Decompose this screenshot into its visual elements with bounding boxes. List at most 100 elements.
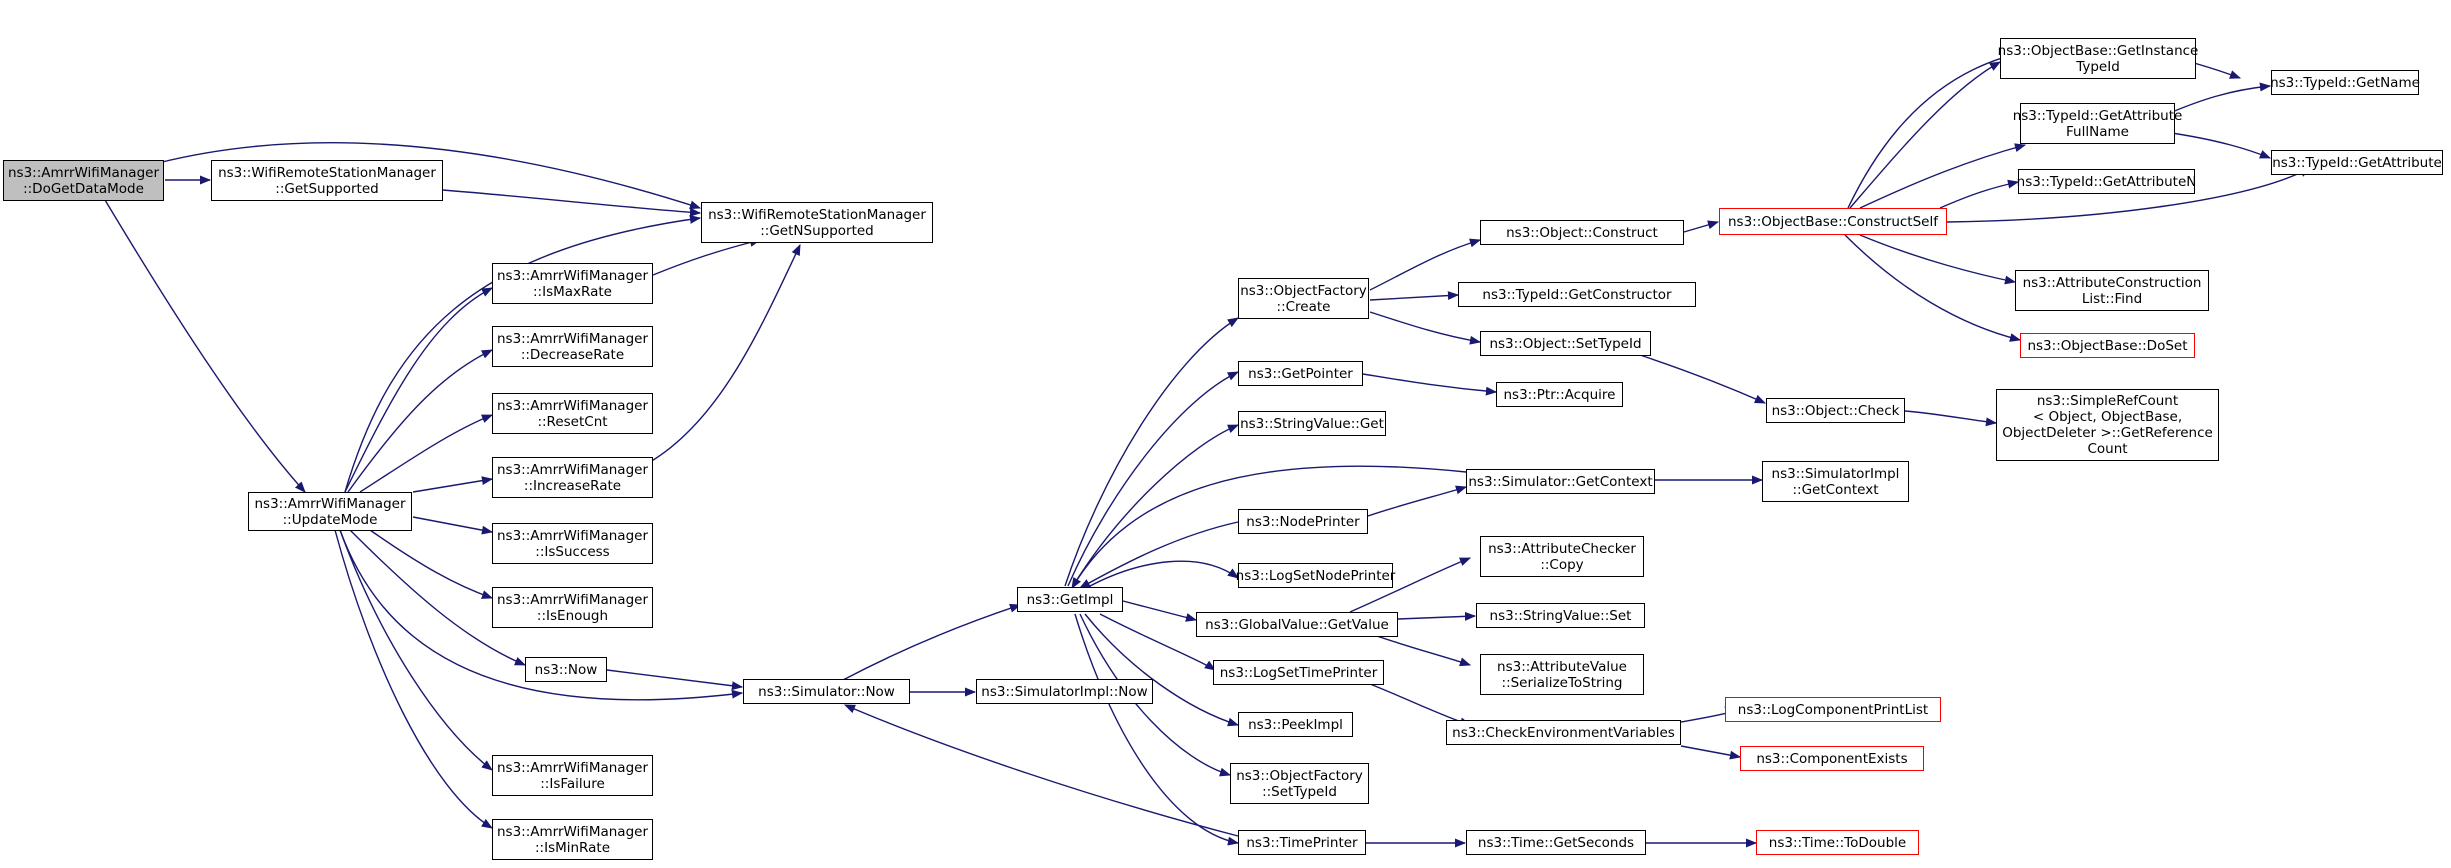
node-amrr-dogetdatamode: ns3::AmrrWifiManager::DoGetDataMode <box>3 160 164 201</box>
node-label-line: ns3::AmrrWifiManager <box>496 461 648 478</box>
edge-updatemode-resetcnt <box>359 414 494 493</box>
node-stringvalue-set[interactable]: ns3::StringValue::Set <box>1476 603 1645 628</box>
node-label-line: ns3::Now <box>534 661 598 678</box>
node-stringvalue-get[interactable]: ns3::StringValue::Get <box>1238 411 1386 436</box>
node-peekimpl[interactable]: ns3::PeekImpl <box>1238 712 1353 737</box>
node-amrr-resetcnt[interactable]: ns3::AmrrWifiManager::ResetCnt <box>492 393 653 434</box>
edge-getimpl-peekimpl <box>1084 613 1240 727</box>
node-label-line: ::IsFailure <box>540 775 605 792</box>
edge-ismaxrate-getnsupported <box>652 238 762 276</box>
node-label-line: ::GetSupported <box>275 180 379 197</box>
edge-globalvalue-stringvalueset <box>1397 611 1477 621</box>
node-label-line: ns3::Simulator::Now <box>758 683 895 700</box>
node-label-line: ns3::TypeId::GetAttribute <box>2272 154 2442 171</box>
node-label-line: ns3::LogSetTimePrinter <box>1219 664 1378 681</box>
node-label-line: List::Find <box>2081 290 2143 307</box>
node-label-line: ns3::AttributeValue <box>1497 658 1627 675</box>
node-wifiremotestationmanager-getnsupported[interactable]: ns3::WifiRemoteStationManager::GetNSuppo… <box>701 202 933 243</box>
node-label-line: ns3::Time::GetSeconds <box>1477 834 1635 851</box>
edge-simulatornow-getimpl <box>842 603 1022 681</box>
node-nodeprinter[interactable]: ns3::NodePrinter <box>1238 509 1368 534</box>
edge-constructself-objectbasedoset <box>1844 234 2022 342</box>
node-simulatorimpl-now[interactable]: ns3::SimulatorImpl::Now <box>976 679 1153 704</box>
node-amrr-updatemode[interactable]: ns3::AmrrWifiManager::UpdateMode <box>248 492 412 531</box>
edge-constructself-getinstancetypeid <box>1849 61 2001 209</box>
node-logcomponentprintlist[interactable]: ns3::LogComponentPrintList <box>1725 697 1941 722</box>
node-logsettimeprinter[interactable]: ns3::LogSetTimePrinter <box>1213 660 1384 685</box>
node-objectbase-constructself[interactable]: ns3::ObjectBase::ConstructSelf <box>1719 208 1947 235</box>
node-time-todouble[interactable]: ns3::Time::ToDouble <box>1756 830 1919 855</box>
edge-objectcheck-simplerefcount <box>1904 410 1998 427</box>
node-object-construct[interactable]: ns3::Object::Construct <box>1480 220 1684 245</box>
node-typeid-getconstructor[interactable]: ns3::TypeId::GetConstructor <box>1458 282 1696 307</box>
node-label-line: ns3::TypeId::GetName <box>2270 74 2420 91</box>
node-label-line: ns3::GlobalValue::GetValue <box>1205 616 1389 633</box>
node-label-line: ns3::LogComponentPrintList <box>1737 701 1929 718</box>
edge-updatemode-getnsupported <box>344 214 702 493</box>
node-label-line: ::DoGetDataMode <box>23 180 144 197</box>
node-amrr-isminrate[interactable]: ns3::AmrrWifiManager::IsMinRate <box>492 819 653 860</box>
edge-getsupported-getnsupported <box>442 189 702 217</box>
node-amrr-increaserate[interactable]: ns3::AmrrWifiManager::IncreaseRate <box>492 457 653 498</box>
node-typeid-getattribute[interactable]: ns3::TypeId::GetAttribute <box>2271 150 2443 175</box>
edge-getimpl-objectfactorysettypeid <box>1079 613 1232 777</box>
edge-getimpl-timeprinter <box>1074 613 1240 846</box>
node-label-line: ns3::AmrrWifiManager <box>496 527 648 544</box>
edge-constructself-getattributefullname <box>1859 143 2027 209</box>
node-time-getseconds[interactable]: ns3::Time::GetSeconds <box>1466 830 1646 855</box>
node-logsetnodeprinter[interactable]: ns3::LogSetNodePrinter <box>1235 563 1396 588</box>
node-objectfactory-create[interactable]: ns3::ObjectFactory::Create <box>1238 278 1369 319</box>
node-label-line: ns3::ObjectFactory <box>1236 767 1363 784</box>
node-globalvalue-getvalue[interactable]: ns3::GlobalValue::GetValue <box>1196 612 1398 637</box>
edge-updatemode-now <box>349 529 527 666</box>
node-amrr-isenough[interactable]: ns3::AmrrWifiManager::IsEnough <box>492 587 653 628</box>
node-getpointer[interactable]: ns3::GetPointer <box>1238 361 1363 386</box>
node-wifiremotestationmanager-getsupported[interactable]: ns3::WifiRemoteStationManager::GetSuppor… <box>211 160 443 201</box>
node-simulatorimpl-getcontext[interactable]: ns3::SimulatorImpl::GetContext <box>1762 461 1909 502</box>
node-label-line: ::Create <box>1276 298 1331 315</box>
node-objectbase-doset[interactable]: ns3::ObjectBase::DoSet <box>2020 333 2195 358</box>
node-label-line: ns3::LogSetNodePrinter <box>1235 567 1396 584</box>
node-amrr-decreaserate[interactable]: ns3::AmrrWifiManager::DecreaseRate <box>492 326 653 367</box>
node-label-line: ns3::AttributeConstruction <box>2022 274 2202 291</box>
node-label-line: ns3::AttributeChecker <box>1488 540 1636 557</box>
node-amrr-issuccess[interactable]: ns3::AmrrWifiManager::IsSuccess <box>492 523 653 564</box>
edge-create-objectsettypeid <box>1369 311 1482 345</box>
node-amrr-isfailure[interactable]: ns3::AmrrWifiManager::IsFailure <box>492 755 653 796</box>
edge-dogetdatamode-updatemode <box>104 199 306 493</box>
node-amrr-ismaxrate[interactable]: ns3::AmrrWifiManager::IsMaxRate <box>492 263 653 304</box>
node-getimpl[interactable]: ns3::GetImpl <box>1017 587 1123 612</box>
node-label-line: ::UpdateMode <box>282 511 378 528</box>
node-typeid-getname[interactable]: ns3::TypeId::GetName <box>2270 70 2420 95</box>
edge-create-objectconstruct <box>1369 238 1482 291</box>
node-timeprinter[interactable]: ns3::TimePrinter <box>1238 830 1366 855</box>
node-componentexists[interactable]: ns3::ComponentExists <box>1740 746 1924 771</box>
node-typeid-getattributen[interactable]: ns3::TypeId::GetAttributeN <box>2017 169 2196 194</box>
node-object-check[interactable]: ns3::Object::Check <box>1766 398 1905 423</box>
node-simplerefcount-getreferencecount[interactable]: ns3::SimpleRefCount< Object, ObjectBase,… <box>1996 389 2219 461</box>
node-label-line: ns3::CheckEnvironmentVariables <box>1452 724 1675 741</box>
node-label-line: ::IsMinRate <box>534 839 611 856</box>
edge-getimpl-stringvalueget <box>1072 424 1240 587</box>
edge-constructself-getattributen <box>1939 179 2020 209</box>
node-ptr-acquire[interactable]: ns3::Ptr::Acquire <box>1496 382 1623 407</box>
node-now[interactable]: ns3::Now <box>525 657 607 682</box>
node-simulator-now[interactable]: ns3::Simulator::Now <box>743 679 910 704</box>
node-simulator-getcontext[interactable]: ns3::Simulator::GetContext <box>1466 469 1655 494</box>
node-checkenvironmentvariables[interactable]: ns3::CheckEnvironmentVariables <box>1446 720 1681 745</box>
node-label-line: ns3::TypeId::GetConstructor <box>1482 286 1672 303</box>
node-attributechecker-copy[interactable]: ns3::AttributeChecker::Copy <box>1480 536 1644 577</box>
node-label-line: ns3::ObjectFactory <box>1240 282 1367 299</box>
node-attributevalue-serializetostring[interactable]: ns3::AttributeValue::SerializeToString <box>1480 654 1644 695</box>
node-objectfactory-settypeid[interactable]: ns3::ObjectFactory::SetTypeId <box>1230 763 1369 804</box>
edge-getimpl-logsetnodeprinter <box>1089 560 1239 587</box>
edge-updatemode-issuccess <box>412 516 494 535</box>
node-label-line: ns3::Simulator::GetContext <box>1468 473 1653 490</box>
node-object-settypeid[interactable]: ns3::Object::SetTypeId <box>1480 331 1651 356</box>
edge-simulatorgetcontext-getimpl <box>1071 465 1467 589</box>
